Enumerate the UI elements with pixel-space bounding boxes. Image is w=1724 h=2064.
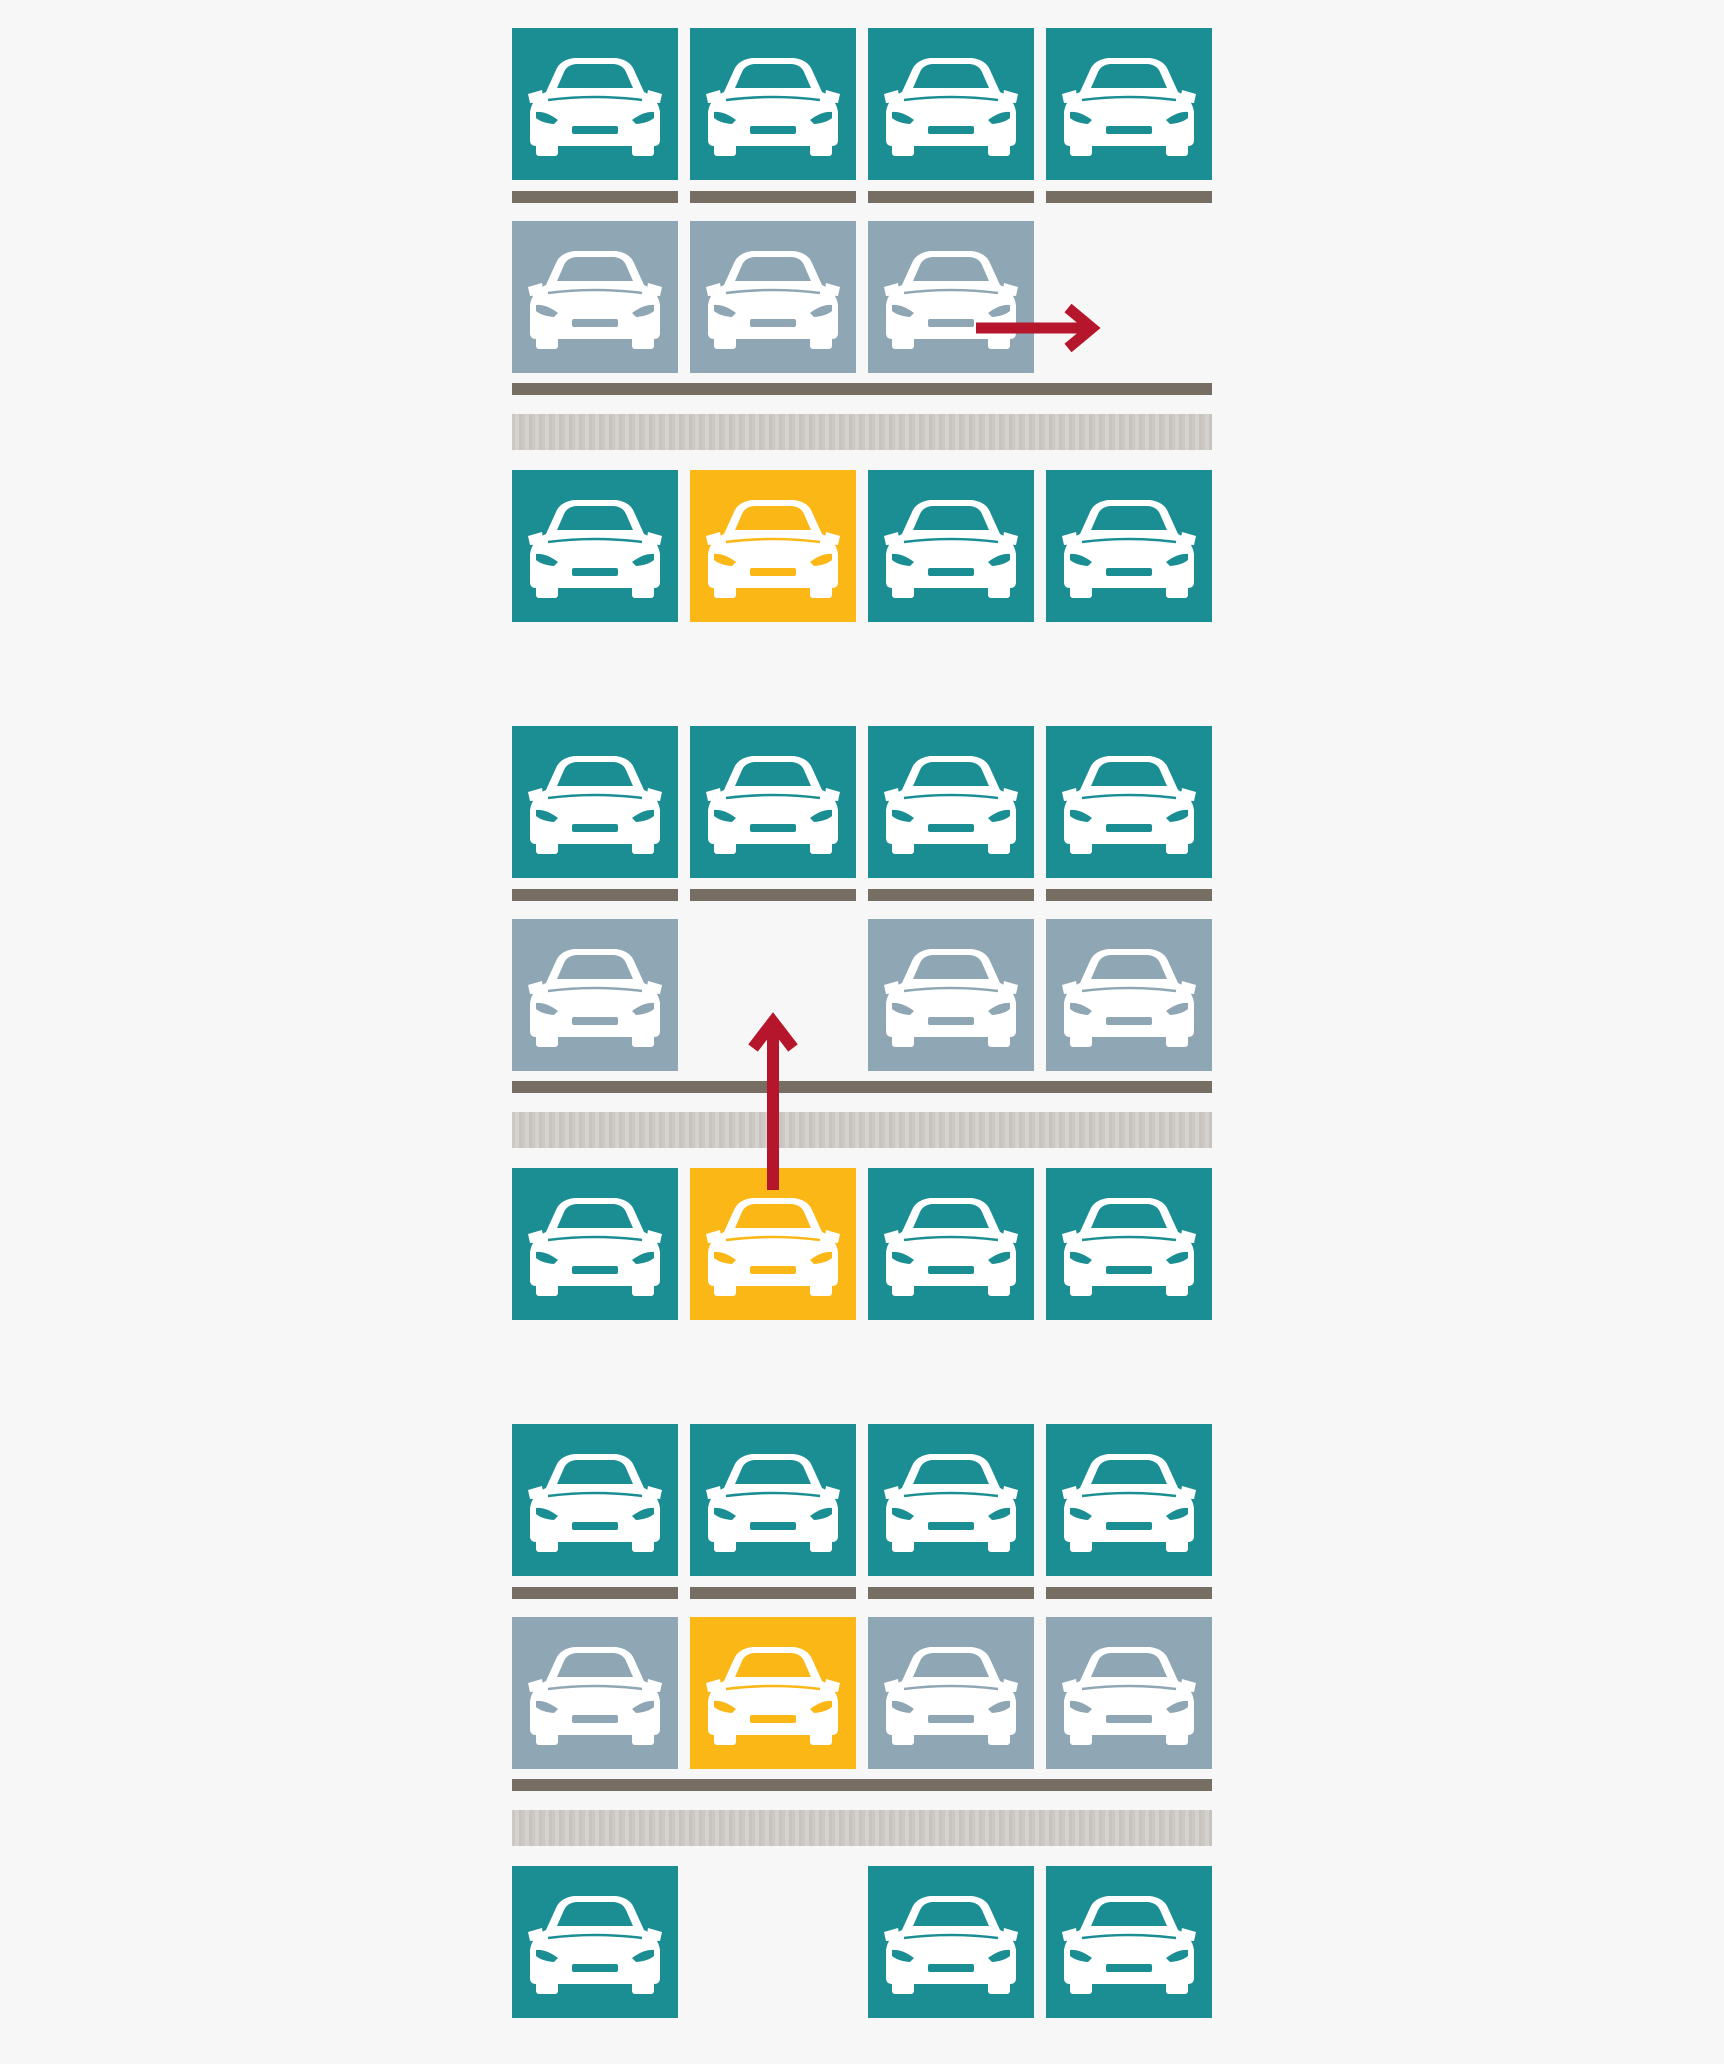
car-front-icon <box>690 1617 856 1769</box>
car-front-icon <box>868 1617 1034 1769</box>
upper-platform-beam <box>690 1587 856 1599</box>
car-front-icon <box>690 1168 856 1320</box>
upper-row-car-slot <box>512 28 678 180</box>
middle-row-car-slot <box>1046 1617 1212 1769</box>
target-car-slot <box>690 470 856 622</box>
upper-platform-beam <box>1046 191 1212 203</box>
car-front-icon <box>1046 1168 1212 1320</box>
arrow-right-icon <box>976 300 1106 356</box>
car-front-icon <box>512 1866 678 2018</box>
car-front-icon <box>690 221 856 373</box>
lower-row-car-slot <box>868 1866 1034 2018</box>
upper-row-car-slot <box>1046 1424 1212 1576</box>
car-front-icon <box>690 1424 856 1576</box>
empty-parking-slot <box>690 1866 856 2018</box>
upper-row-car-slot <box>512 1424 678 1576</box>
car-front-icon <box>1046 919 1212 1071</box>
upper-platform-beam <box>512 1587 678 1599</box>
upper-row-car-slot <box>512 726 678 878</box>
upper-row-car-slot <box>690 726 856 878</box>
car-front-icon <box>868 470 1034 622</box>
car-front-icon <box>1046 470 1212 622</box>
middle-row-car-slot <box>868 221 1034 373</box>
middle-platform-beam <box>512 383 1212 395</box>
car-front-icon <box>690 726 856 878</box>
car-front-icon <box>868 1168 1034 1320</box>
car-front-icon <box>512 1617 678 1769</box>
middle-row-car-slot <box>512 1617 678 1769</box>
upper-platform-beam <box>1046 889 1212 901</box>
middle-row-car-slot <box>690 221 856 373</box>
car-front-icon <box>868 1866 1034 2018</box>
target-car-slot <box>690 1617 856 1769</box>
car-front-icon <box>512 1424 678 1576</box>
lower-row-car-slot <box>868 1168 1034 1320</box>
middle-row-car-slot <box>868 1617 1034 1769</box>
car-front-icon <box>868 726 1034 878</box>
car-front-icon <box>690 28 856 180</box>
lower-row-car-slot <box>512 470 678 622</box>
upper-row-car-slot <box>868 28 1034 180</box>
car-front-icon <box>512 1168 678 1320</box>
car-front-icon <box>868 28 1034 180</box>
car-front-icon <box>512 221 678 373</box>
upper-platform-beam <box>690 191 856 203</box>
car-front-icon <box>868 221 1034 373</box>
arrow-up-icon <box>745 1012 801 1190</box>
middle-row-car-slot <box>512 221 678 373</box>
car-front-icon <box>868 919 1034 1071</box>
upper-platform-beam <box>690 889 856 901</box>
upper-platform-beam <box>512 191 678 203</box>
upper-platform-beam <box>512 889 678 901</box>
upper-row-car-slot <box>868 1424 1034 1576</box>
car-front-icon <box>868 1424 1034 1576</box>
car-front-icon <box>512 28 678 180</box>
driving-lane <box>512 414 1212 450</box>
upper-row-car-slot <box>690 28 856 180</box>
step-panel <box>512 28 1212 668</box>
car-front-icon <box>1046 726 1212 878</box>
upper-row-car-slot <box>1046 726 1212 878</box>
step-panel <box>512 726 1212 1366</box>
car-front-icon <box>1046 1866 1212 2018</box>
upper-row-car-slot <box>868 726 1034 878</box>
car-front-icon <box>1046 1617 1212 1769</box>
upper-platform-beam <box>868 889 1034 901</box>
driving-lane <box>512 1810 1212 1846</box>
middle-row-car-slot <box>512 919 678 1071</box>
upper-platform-beam <box>868 191 1034 203</box>
lower-row-car-slot <box>1046 470 1212 622</box>
middle-row-car-slot <box>868 919 1034 1071</box>
car-front-icon <box>512 919 678 1071</box>
car-front-icon <box>1046 1424 1212 1576</box>
upper-platform-beam <box>868 1587 1034 1599</box>
car-front-icon <box>512 726 678 878</box>
upper-row-car-slot <box>690 1424 856 1576</box>
lower-row-car-slot <box>1046 1866 1212 2018</box>
step-panel <box>512 1424 1212 2064</box>
lower-row-car-slot <box>868 470 1034 622</box>
car-front-icon <box>690 470 856 622</box>
lower-row-car-slot <box>1046 1168 1212 1320</box>
upper-platform-beam <box>1046 1587 1212 1599</box>
middle-platform-beam <box>512 1779 1212 1791</box>
car-front-icon <box>512 470 678 622</box>
middle-platform-beam <box>512 1081 1212 1093</box>
target-car-slot <box>690 1168 856 1320</box>
lower-row-car-slot <box>512 1168 678 1320</box>
lower-row-car-slot <box>512 1866 678 2018</box>
middle-row-car-slot <box>1046 919 1212 1071</box>
car-front-icon <box>1046 28 1212 180</box>
upper-row-car-slot <box>1046 28 1212 180</box>
driving-lane <box>512 1112 1212 1148</box>
